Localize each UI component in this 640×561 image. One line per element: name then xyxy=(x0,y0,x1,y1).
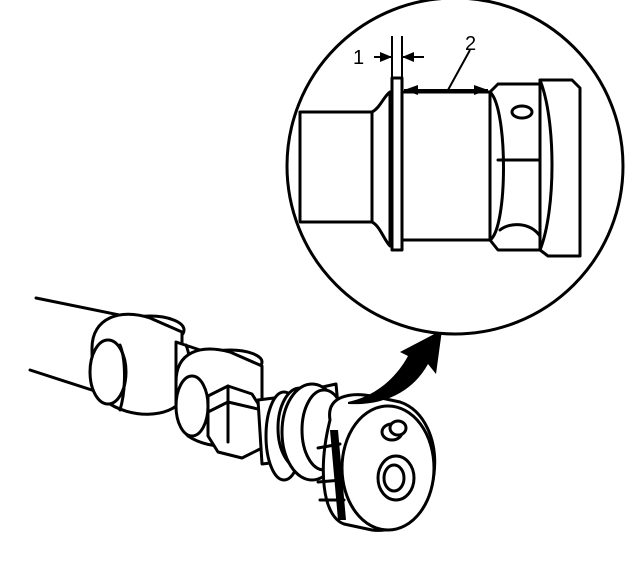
detail-pointer-arrow xyxy=(348,330,442,405)
dowel-pin xyxy=(380,419,408,442)
callout-2-label: 2 xyxy=(465,33,476,55)
hex-section xyxy=(206,384,264,460)
callout-1-label: 1 xyxy=(353,47,364,69)
cam-lobe xyxy=(88,312,186,416)
sprocket-end-plate xyxy=(538,78,582,258)
camshaft xyxy=(28,296,437,532)
center-bolt-hole xyxy=(376,454,416,502)
dimension-2-journal-width xyxy=(404,49,488,95)
dimension-1-endplay xyxy=(374,36,424,78)
camshaft-end-flange xyxy=(316,393,437,532)
detail-magnifier-circle xyxy=(285,0,625,336)
